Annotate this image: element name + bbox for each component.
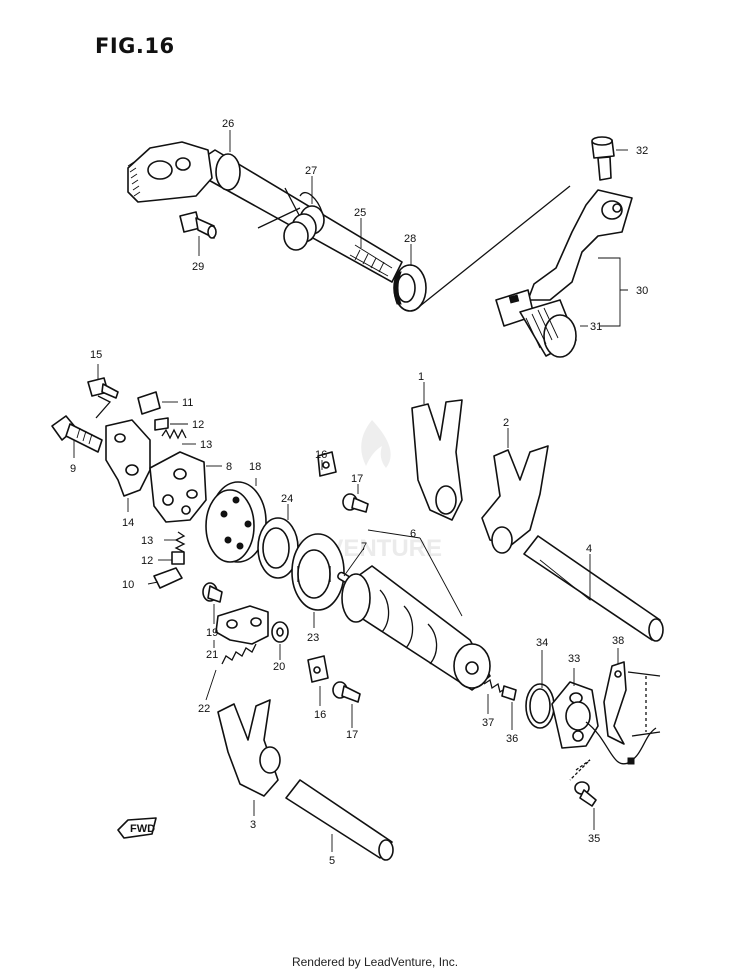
callout-32: 32 [636,145,648,157]
callout-16-upper: 16 [315,449,327,461]
shift-fork-2 [481,445,549,554]
bolt-29 [179,211,217,239]
forward-direction-badge: FWD [117,817,157,839]
arm-hole [175,157,191,171]
shift-fork-3 [217,699,281,797]
gearshift-shaft-assembly [127,141,427,312]
callout-13-lower: 13 [141,535,153,547]
callout-24: 24 [281,493,293,505]
callout-15: 15 [90,349,102,361]
callout-6: 6 [410,528,416,540]
figure-title: FIG.16 [95,34,175,58]
callout-17-lower: 17 [346,729,358,741]
bolt-32 [591,136,615,181]
callout-31: 31 [590,321,602,333]
fork-shaft-5 [285,779,394,861]
oil-seal [393,264,427,312]
stopper-group [51,377,299,665]
return-spring [257,187,325,251]
callout-7: 7 [361,541,367,553]
callout-17-upper: 17 [351,473,363,485]
callout-29: 29 [192,261,204,273]
shift-cam-disc [205,481,267,563]
callout-36: 36 [506,733,518,745]
screw-35 [574,781,597,807]
callout-25: 25 [354,207,366,219]
callout-18: 18 [249,461,261,473]
fwd-text: FWD [130,823,155,835]
shaft-to-lever-line [419,185,571,307]
o-ring-34 [525,683,555,729]
shift-cam-stopper [149,451,207,523]
callout-34: 34 [536,637,548,649]
callout-11: 11 [182,397,193,409]
bearing-23 [291,533,345,611]
screw-35-guide-line [569,759,591,781]
callout-37: 37 [482,717,494,729]
gear-position-switch [551,681,657,765]
callout-2: 2 [503,417,509,429]
washer-24 [257,517,299,579]
pin-11 [137,391,161,415]
arm-boss [215,153,241,191]
callout-12-lower: 12 [141,555,153,567]
shaft-spline [349,244,393,277]
callout-19: 19 [206,627,218,639]
callout-26: 26 [222,118,234,130]
callout-21: 21 [206,649,218,661]
callout-23: 23 [307,632,319,644]
gearshift-cam-drum [341,565,491,691]
screw-17-upper [342,493,369,513]
fork-shaft-4 [523,535,664,642]
bolt-9 [51,415,103,453]
pin-12-lower [171,551,185,565]
callout-20: 20 [273,661,285,673]
callout-9: 9 [70,463,76,475]
pin-12-top [154,417,169,431]
screw-17-lower [332,681,361,703]
clamp-38 [603,661,661,745]
callout-4: 4 [586,543,592,555]
callout-5: 5 [329,855,335,867]
plate-16-upper [317,451,337,477]
callout-12-top: 12 [192,419,204,431]
arm-teeth [127,161,141,197]
spring-22 [221,643,257,665]
spring-13-top [161,428,187,440]
callout-38: 38 [612,635,624,647]
spring-13-lower [174,531,186,553]
callout-13-top: 13 [200,439,212,451]
callout-33: 33 [568,653,580,665]
bolt-19 [202,582,223,603]
callout-8: 8 [226,461,232,473]
gearshift-stopper [215,605,269,645]
callout-14: 14 [122,517,134,529]
shift-fork-1 [411,399,463,521]
callout-35: 35 [588,833,600,845]
arm-slot [147,160,173,180]
callouts: 26 27 25 28 29 32 30 31 15 11 12 13 9 8 … [70,118,648,867]
switch-spring-37 [483,678,517,701]
callout-27: 27 [305,165,317,177]
plate-16-lower [307,655,329,683]
callout-28: 28 [404,233,416,245]
leader-lines [73,130,628,852]
callout-22: 22 [198,703,210,715]
stopper-plate [105,419,151,497]
callout-30: 30 [636,285,648,297]
pin-10 [153,567,183,589]
callout-10: 10 [122,579,134,591]
callout-1: 1 [418,371,424,383]
callout-16-lower: 16 [314,709,326,721]
footer-credit: Rendered by LeadVenture, Inc. [291,955,459,969]
gearshift-lever-assembly [419,136,633,358]
callout-3: 3 [250,819,256,831]
pedal-rubber [495,289,577,358]
